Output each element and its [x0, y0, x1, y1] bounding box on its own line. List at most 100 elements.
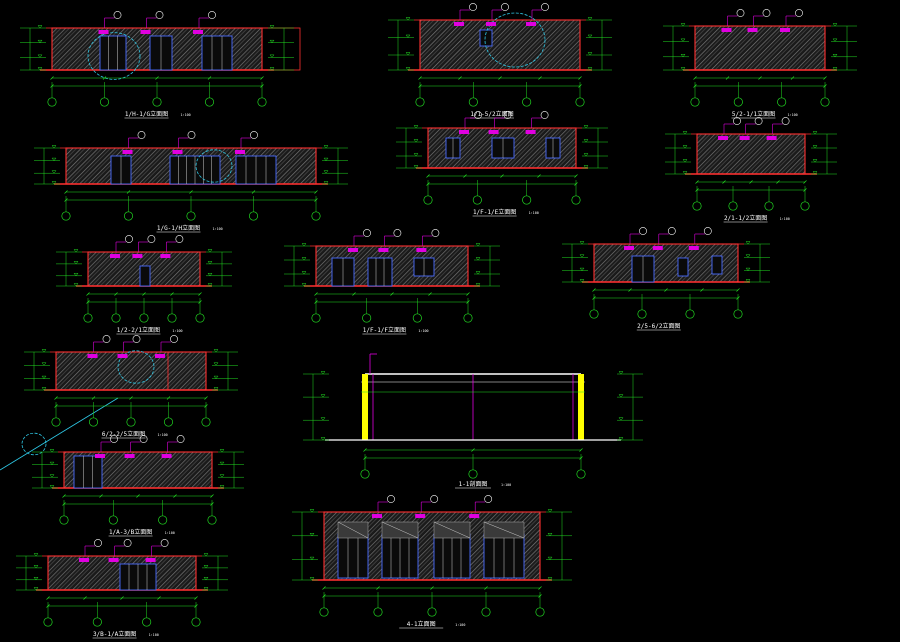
drawing-title: 2/5-6/2立面图 [637, 322, 680, 330]
level-triangle [579, 279, 585, 283]
drawing-title: 1/F-1/E立面图 [473, 208, 516, 216]
dimension-tick [173, 494, 177, 498]
tag-label-box [108, 558, 119, 562]
level-triangle [213, 375, 219, 380]
tag-label-box [486, 22, 496, 26]
louver-diagonal [433, 521, 471, 539]
level-triangle [213, 362, 219, 366]
level-triangle [682, 131, 688, 135]
drawing-scale: 1:100 [158, 433, 168, 437]
tag-bubble [123, 539, 132, 547]
axis-bubble [201, 417, 211, 427]
tag-bubble [113, 11, 122, 19]
elevation-drawing: 1/1-5/2立面图 [388, 3, 612, 119]
dimension-tick [664, 288, 668, 292]
level-triangle [219, 474, 225, 478]
dimension-tick [484, 586, 488, 590]
level-triangle [320, 371, 326, 375]
tag-label-box [525, 130, 536, 134]
dimension-tick [578, 76, 582, 80]
tag-bubble [781, 117, 790, 125]
level-triangle [832, 23, 838, 27]
tag-label-box [624, 246, 634, 250]
dimension-tick [498, 76, 502, 80]
axis-bubble [535, 607, 545, 617]
drawing-title: 3/B-1/A立面图 [93, 630, 136, 638]
level-triangle [207, 249, 213, 253]
revision-cloud [117, 350, 155, 384]
level-triangle [37, 25, 43, 29]
axis-bubble [412, 313, 422, 323]
window [201, 35, 233, 71]
level-triangle [269, 54, 275, 58]
dimension-tick [736, 288, 740, 292]
tag-bubble [430, 495, 439, 503]
axis-bubble [468, 469, 478, 479]
axis-bubble [142, 617, 152, 627]
axis-bubble [589, 309, 599, 319]
axis-bubble [167, 313, 177, 323]
drawing-title: 1/H-1/G立面图 [125, 110, 168, 118]
tag-label-box [766, 136, 777, 140]
axis-bubble [311, 313, 321, 323]
axis-bubble [111, 313, 121, 323]
level-triangle [301, 257, 307, 261]
tag-bubble [170, 335, 178, 343]
axis-bubble [83, 313, 93, 323]
dimension-tick [322, 586, 326, 590]
level-triangle [320, 437, 326, 441]
window [139, 265, 151, 287]
level-triangle [301, 271, 307, 275]
drawing-scale: 1:100 [455, 623, 465, 627]
axis-bubble [360, 469, 370, 479]
axis-bubble [576, 469, 586, 479]
drawing-scale: 1:100 [149, 633, 159, 637]
tag-bubble [155, 11, 164, 19]
tag-bubble [176, 435, 185, 443]
tag-bubble [431, 229, 440, 237]
level-triangle [219, 461, 225, 466]
dimension-tick [46, 596, 50, 600]
axis-bubble [43, 617, 53, 627]
dimension-tick [170, 292, 174, 296]
section-column-right [578, 374, 584, 440]
level-triangle [547, 556, 553, 561]
level-triangle [309, 577, 315, 581]
tag-label-box [122, 150, 133, 154]
tag-label-box [79, 558, 89, 562]
revision-cloud [484, 12, 546, 68]
level-triangle [413, 125, 419, 129]
dimension-tick [500, 174, 504, 178]
level-triangle [618, 437, 624, 441]
level-triangle [405, 34, 411, 38]
section-column-left [362, 374, 368, 440]
level-triangle [207, 283, 213, 287]
tag-label-box [87, 354, 98, 358]
level-triangle [323, 157, 329, 162]
drawing-title: 5/2-1/1立面图 [732, 110, 775, 118]
tag-label-box [161, 454, 172, 458]
level-triangle [41, 362, 47, 366]
louver-diagonal [337, 521, 369, 539]
level-triangle [475, 243, 481, 247]
dimension-tick [722, 180, 726, 184]
axis-bubble [108, 515, 118, 525]
level-triangle [579, 254, 585, 258]
level-triangle [219, 485, 225, 489]
level-triangle [413, 153, 419, 157]
axis-bubble [637, 309, 647, 319]
dimension-tick [725, 76, 730, 80]
level-triangle [832, 54, 838, 58]
dimension-tick [790, 76, 795, 80]
tag-label-box [98, 30, 109, 34]
axis-bubble [728, 201, 738, 211]
axis-bubble [692, 201, 702, 211]
level-triangle [413, 165, 419, 169]
level-triangle [680, 67, 686, 71]
level-triangle [745, 241, 751, 245]
elevation-drawing: 2/5-6/2立面图 [562, 227, 770, 331]
tag-label-box [348, 248, 358, 252]
dimension-tick [54, 396, 58, 400]
